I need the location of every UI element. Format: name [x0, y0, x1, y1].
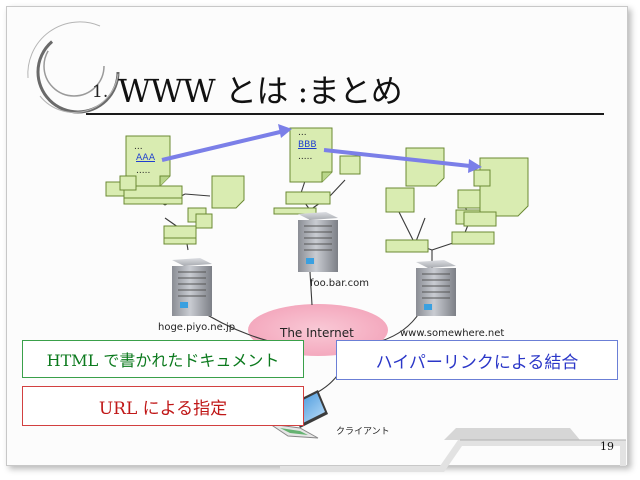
doc2-line1: ... — [298, 128, 307, 138]
server-middle — [298, 212, 338, 272]
doc1-link-aaa[interactable]: AAA — [136, 153, 155, 163]
doc1-line3: ..... — [136, 166, 151, 176]
documents — [105, 127, 529, 253]
footer-decoration — [280, 428, 626, 472]
server-left — [172, 258, 212, 316]
title-underline — [86, 113, 604, 115]
doc2-link-bbb[interactable]: BBB — [298, 140, 317, 150]
host-label-right: www.somewhere.net — [400, 328, 505, 339]
slide-number-prefix: 1. — [92, 82, 109, 102]
doc-page — [211, 175, 245, 209]
host-label-middle: foo.bar.com — [310, 278, 369, 289]
page-number: 19 — [600, 440, 614, 453]
doc2-line3: ..... — [298, 152, 313, 162]
host-label-left: hoge.piyo.ne.jp — [158, 322, 236, 333]
hyperlink-arrows — [161, 124, 482, 173]
decorative-arcs — [27, 21, 120, 114]
slide-title: WWW とは :まとめ — [118, 72, 403, 110]
html-document-box: HTML で書かれたドキュメント — [22, 340, 304, 378]
internet-label: The Internet — [280, 326, 354, 340]
hyperlink-binding-box: ハイパーリンクによる結合 — [336, 340, 618, 380]
server-right — [416, 260, 456, 316]
doc1-line1: ... — [134, 142, 143, 152]
client-label: クライアント — [336, 427, 390, 437]
url-specification-box: URL による指定 — [22, 386, 304, 426]
